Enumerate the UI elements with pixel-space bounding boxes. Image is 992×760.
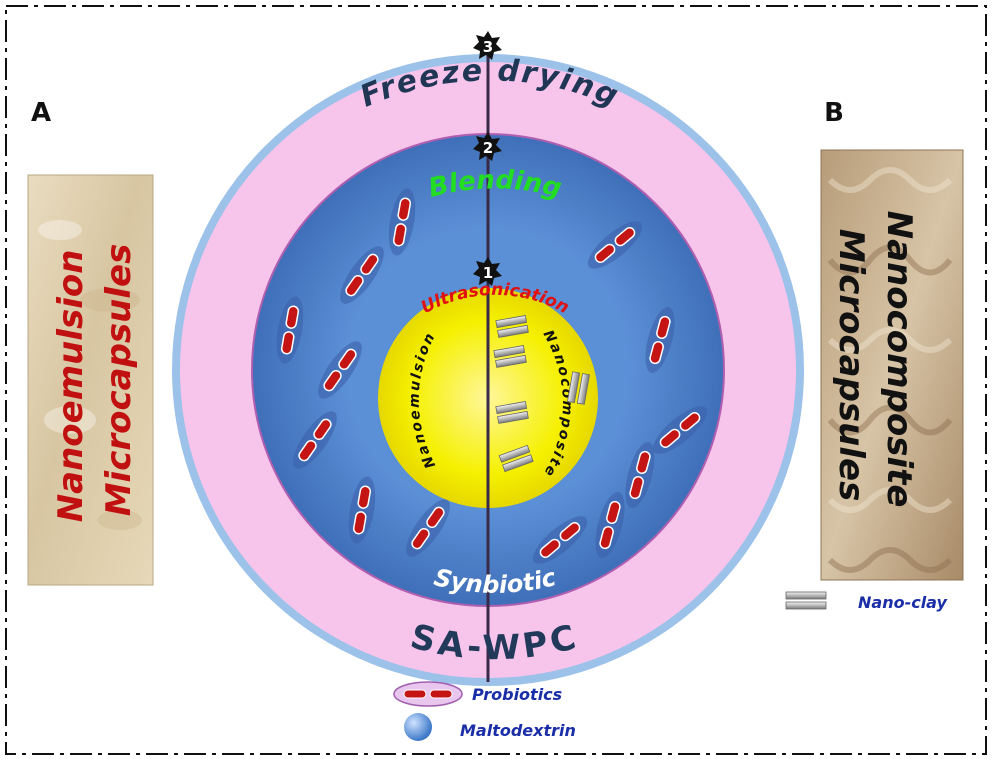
legend-nanoclay-label: Nano-clay <box>858 593 947 612</box>
probiotic-cell <box>649 341 664 365</box>
nanoclay-plate <box>495 401 529 424</box>
nanoclay-layer <box>495 354 527 368</box>
title-line-1: Nanoemulsion <box>51 250 91 523</box>
step-marker-2: 2 <box>473 132 502 161</box>
nanoclay-layer <box>497 410 529 424</box>
probiotic-cell <box>594 243 616 263</box>
nanoclay-plate <box>493 345 527 368</box>
probiotic-halo <box>393 681 463 707</box>
probiotic-cell <box>357 485 372 509</box>
nanocomposite-microcapsule-image: Nanocomposite Microcapsules <box>820 149 964 581</box>
probiotic-cell <box>280 331 295 355</box>
nanoclay-plate <box>567 371 590 405</box>
probiotic-cell <box>298 439 317 462</box>
probiotic-rod <box>532 516 588 564</box>
nanoclay-layer <box>498 444 531 463</box>
step-star-shape <box>473 257 502 286</box>
nanoclay-cluster <box>493 315 590 473</box>
probiotic-legend-rod-left <box>403 689 427 699</box>
probiotic-cell <box>679 412 701 432</box>
panel-letter-a: A <box>31 98 51 128</box>
probiotic-cell <box>559 522 581 542</box>
probiotic-cell <box>360 253 379 276</box>
nanoemulsion-microcapsule-image: Nanoemulsion Microcapsules <box>27 174 154 586</box>
probiotic-rod <box>276 296 304 364</box>
probiotic-rod <box>318 341 362 399</box>
nanoclay-layer <box>502 454 534 473</box>
legend-probiotics <box>393 681 463 707</box>
probiotic-legend-rod-right <box>429 689 453 699</box>
probiotic-cell <box>426 506 445 529</box>
legend: Probiotics Maltodextrin Nano-clay <box>393 591 947 741</box>
probiotic-rod <box>625 442 655 508</box>
nanoclay-plate <box>495 315 529 338</box>
maltodextrin-icon <box>404 713 432 741</box>
panel-letter-b: B <box>824 98 844 128</box>
clay-plate-top <box>785 591 827 600</box>
nanoclay-legend-icon <box>785 591 827 610</box>
probiotic-cell <box>338 348 357 371</box>
step-star-shape <box>473 132 502 161</box>
clay-plate-bottom <box>785 601 827 610</box>
step-number: 1 <box>483 264 493 282</box>
nanoclay-layer <box>493 345 526 359</box>
probiotic-rod <box>645 307 675 373</box>
title-line-2: Microcapsules <box>99 244 139 517</box>
probiotic-rod <box>595 492 625 558</box>
legend-probiotics-label: Probiotics <box>472 685 562 704</box>
nanocomposite-microcapsules-title: Nanocomposite Microcapsules <box>831 211 919 520</box>
title-line-1: Nanocomposite <box>879 211 919 508</box>
probiotic-cell <box>285 305 300 329</box>
probiotic-cell <box>392 223 407 247</box>
step-number: 3 <box>483 38 493 56</box>
probiotic-rod <box>340 246 384 304</box>
title-line-2: Microcapsules <box>831 229 871 502</box>
nanoclay-layer <box>497 324 529 338</box>
probiotic-cell <box>397 197 412 221</box>
probiotic-cell <box>629 476 644 500</box>
probiotic-rod <box>293 411 337 469</box>
probiotic-rod <box>587 221 643 269</box>
probiotic-rod <box>388 188 416 256</box>
nanoclay-layer <box>576 373 590 405</box>
probiotic-cell <box>323 369 342 392</box>
probiotic-cell <box>656 315 671 339</box>
probiotic-cell <box>606 500 621 524</box>
nanoclay-plate <box>498 444 534 473</box>
step-marker-1: 1 <box>473 257 502 286</box>
probiotic-rod <box>348 476 376 544</box>
nanoclay-layer <box>495 315 528 329</box>
figure-frame <box>5 5 987 755</box>
step-number: 2 <box>483 139 493 157</box>
probiotic-cell <box>659 428 681 448</box>
nanoclay-layer <box>567 371 581 404</box>
step-marker-3: 3 <box>473 31 502 60</box>
probiotic-cell <box>614 227 636 247</box>
probiotic-cell <box>539 538 561 558</box>
nanoclay-layer <box>495 401 528 415</box>
nanoemulsion-microcapsules-title: Nanoemulsion Microcapsules <box>51 238 139 523</box>
probiotic-rod <box>652 406 708 454</box>
probiotic-cell <box>636 450 651 474</box>
step-star-shape <box>473 31 502 60</box>
probiotic-cell <box>352 511 367 535</box>
probiotic-cell <box>411 527 430 550</box>
legend-maltodextrin-label: Maltodextrin <box>460 721 576 740</box>
probiotic-cell <box>345 274 364 297</box>
probiotics-cluster <box>276 188 708 564</box>
probiotic-rod <box>406 499 450 557</box>
probiotic-cell <box>313 418 332 441</box>
probiotic-cell <box>599 526 614 550</box>
